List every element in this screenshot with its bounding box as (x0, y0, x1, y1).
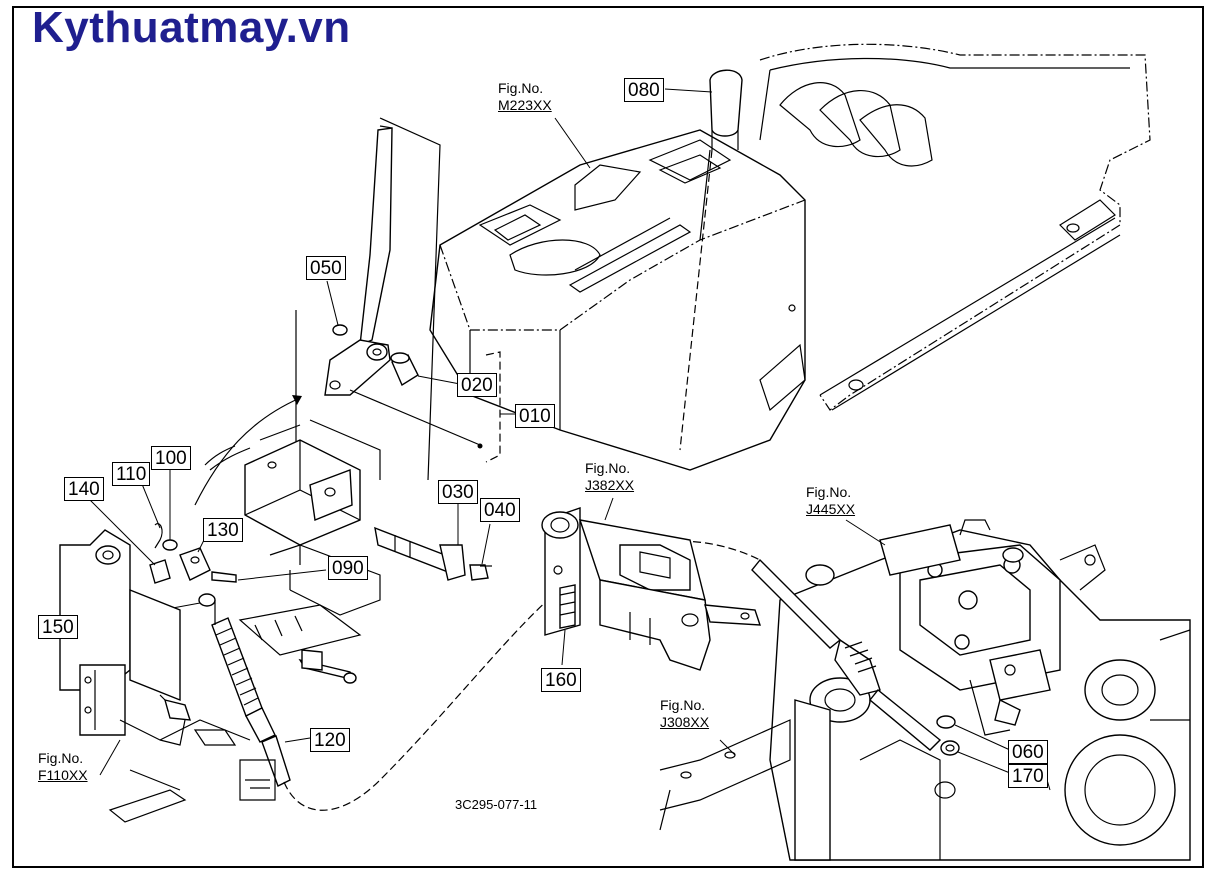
fig-ref-label: Fig.No. (585, 460, 631, 476)
callout-100[interactable]: 100 (151, 446, 191, 470)
drawing-frame (12, 6, 1204, 868)
bushing-020 (390, 352, 461, 387)
fig-ref-label: Fig.No. (660, 697, 706, 713)
control-lever-010 (324, 125, 393, 396)
shift-knob-080 (664, 69, 743, 451)
fig-ref-number[interactable]: M223XX (498, 97, 552, 113)
callout-050[interactable]: 050 (306, 256, 346, 280)
explode-line-c (349, 389, 481, 446)
nut-150 (198, 593, 216, 607)
small-hardware (79, 470, 216, 626)
callout-170[interactable]: 170 (1008, 764, 1048, 788)
callout-160[interactable]: 160 (541, 668, 581, 692)
support-bracket (541, 507, 761, 671)
fig-ref-number[interactable]: J382XX (585, 477, 635, 493)
callout-030[interactable]: 030 (438, 480, 478, 504)
washer-050 (326, 280, 348, 336)
callout-090[interactable]: 090 (328, 556, 368, 580)
lever-bracket (244, 419, 381, 616)
callout-020[interactable]: 020 (457, 373, 497, 397)
callout-060[interactable]: 060 (1008, 740, 1048, 764)
callout-120[interactable]: 120 (310, 728, 350, 752)
callout-110[interactable]: 110 (112, 462, 151, 486)
fig-ref-f110: Fig.No. F110XX (38, 750, 88, 784)
explode-line-a (379, 117, 441, 481)
motion-arc (194, 397, 301, 506)
frame-j308 (659, 719, 791, 831)
callout-130[interactable]: 130 (203, 518, 243, 542)
watermark-logo: Kythuatmay.vn (32, 3, 351, 52)
pivot-dot (477, 443, 483, 449)
leader-j445 (845, 519, 886, 546)
fig-ref-label: Fig.No. (806, 484, 852, 500)
fender-cover (759, 43, 1151, 411)
pin-090 (211, 569, 327, 583)
callout-140[interactable]: 140 (64, 477, 104, 501)
motion-arrow-head (292, 395, 302, 405)
callout-010[interactable]: 010 (515, 404, 555, 428)
callout-040[interactable]: 040 (480, 498, 520, 522)
washer-100 (162, 539, 178, 551)
fig-ref-j308: Fig.No. J308XX (660, 697, 709, 731)
console-cover (429, 129, 806, 471)
fig-ref-label: Fig.No. (38, 750, 84, 766)
cable-end-threads (245, 779, 270, 789)
callout-080[interactable]: 080 (624, 78, 664, 102)
drawing-code: 3C295-077-11 (455, 797, 538, 812)
clamp-160 (559, 584, 576, 666)
transmission-housing (769, 519, 1191, 861)
fig-ref-label: Fig.No. (498, 80, 544, 96)
cable-end-130 (179, 547, 211, 581)
fig-ref-m223: Fig.No. M223XX (498, 80, 552, 114)
bracket-010-020 (485, 351, 501, 463)
fig-ref-number[interactable]: J445XX (806, 501, 856, 517)
bolt-040 (469, 523, 492, 581)
cable-fitting-060-170 (751, 558, 1051, 791)
fork-plate (238, 604, 362, 684)
snap-pin-110 (154, 523, 163, 549)
leader-m223 (554, 117, 591, 169)
frame-bracket (59, 529, 276, 823)
fig-ref-j445: Fig.No. J445XX (806, 484, 855, 518)
nut-140 (149, 559, 171, 584)
fig-ref-number[interactable]: F110XX (38, 767, 88, 783)
fig-ref-j382: Fig.No. J382XX (585, 460, 634, 494)
motion-hatch (204, 445, 251, 471)
leader-j382 (604, 497, 614, 521)
pivot-shaft-030 (374, 504, 466, 581)
fig-ref-number[interactable]: J308XX (660, 714, 710, 730)
callout-150[interactable]: 150 (38, 615, 78, 639)
